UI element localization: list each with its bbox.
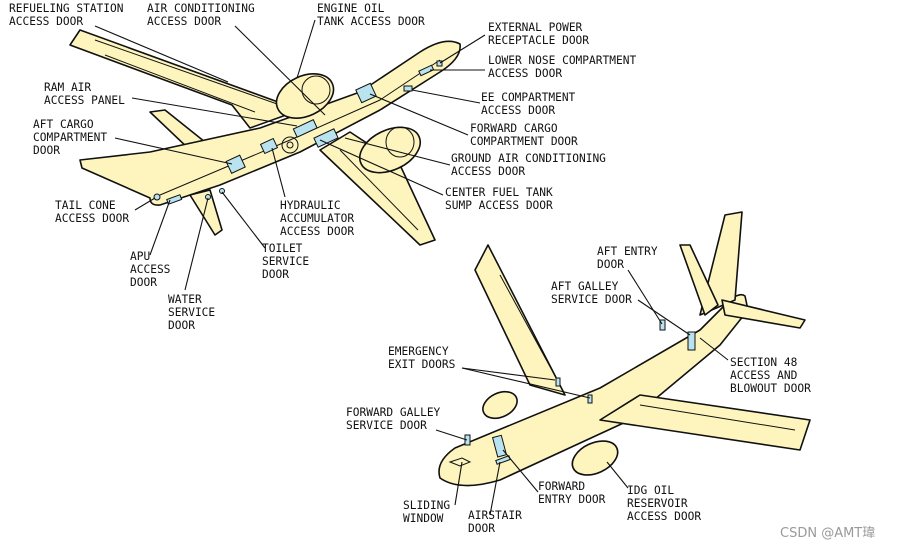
aft-galley-door-shape xyxy=(659,319,666,331)
left-wing xyxy=(69,29,301,129)
forward-entry-door-shape xyxy=(491,434,508,458)
emergency-exit-2 xyxy=(587,394,593,404)
ee-compartment-door xyxy=(403,85,413,92)
emergency-exit-1 xyxy=(555,377,561,387)
fuselage-upper xyxy=(79,40,461,206)
airplane-top-view xyxy=(438,211,811,487)
leader-lines xyxy=(94,19,729,516)
cockpit-windows xyxy=(448,457,472,467)
main-gear-well-left xyxy=(281,136,299,154)
top-left-wing-spoilers xyxy=(499,274,561,386)
apu-door xyxy=(166,194,183,205)
toilet-service-door xyxy=(219,188,225,194)
forward-galley-door-shape xyxy=(464,434,471,446)
left-wing-flap-line xyxy=(104,54,256,113)
left-engine-nacelle xyxy=(275,73,335,119)
ram-air-panel xyxy=(292,119,318,138)
top-left-h-stab xyxy=(679,244,719,316)
top-right-wing-flaps xyxy=(639,404,796,431)
aft-cargo-door xyxy=(225,154,246,174)
top-left-wing xyxy=(474,244,566,396)
external-power-door xyxy=(436,60,443,67)
right-horizontal-stabilizer xyxy=(189,189,223,236)
top-left-engine xyxy=(482,390,518,420)
watermark: CSDN @AMT瑋 xyxy=(780,526,875,541)
right-wing-flap-line xyxy=(339,149,419,231)
lower-nose-door xyxy=(418,64,435,77)
left-wing-slat-line xyxy=(94,39,281,106)
top-right-wing xyxy=(599,394,811,451)
top-right-h-stab xyxy=(721,299,806,329)
top-fuselage xyxy=(438,293,749,487)
left-engine-inlet xyxy=(301,75,331,105)
hydraulic-door xyxy=(259,137,279,155)
fuselage-centerline xyxy=(159,59,441,196)
top-right-engine xyxy=(571,440,619,476)
right-engine-inlet xyxy=(385,126,415,158)
forward-cargo-door xyxy=(355,82,377,104)
center-tank-door xyxy=(313,128,339,148)
airplane-underside-view xyxy=(69,29,461,246)
main-gear-well-right xyxy=(286,141,294,149)
tail-cone-door xyxy=(153,193,161,201)
aft-entry-door-shape xyxy=(687,331,696,351)
